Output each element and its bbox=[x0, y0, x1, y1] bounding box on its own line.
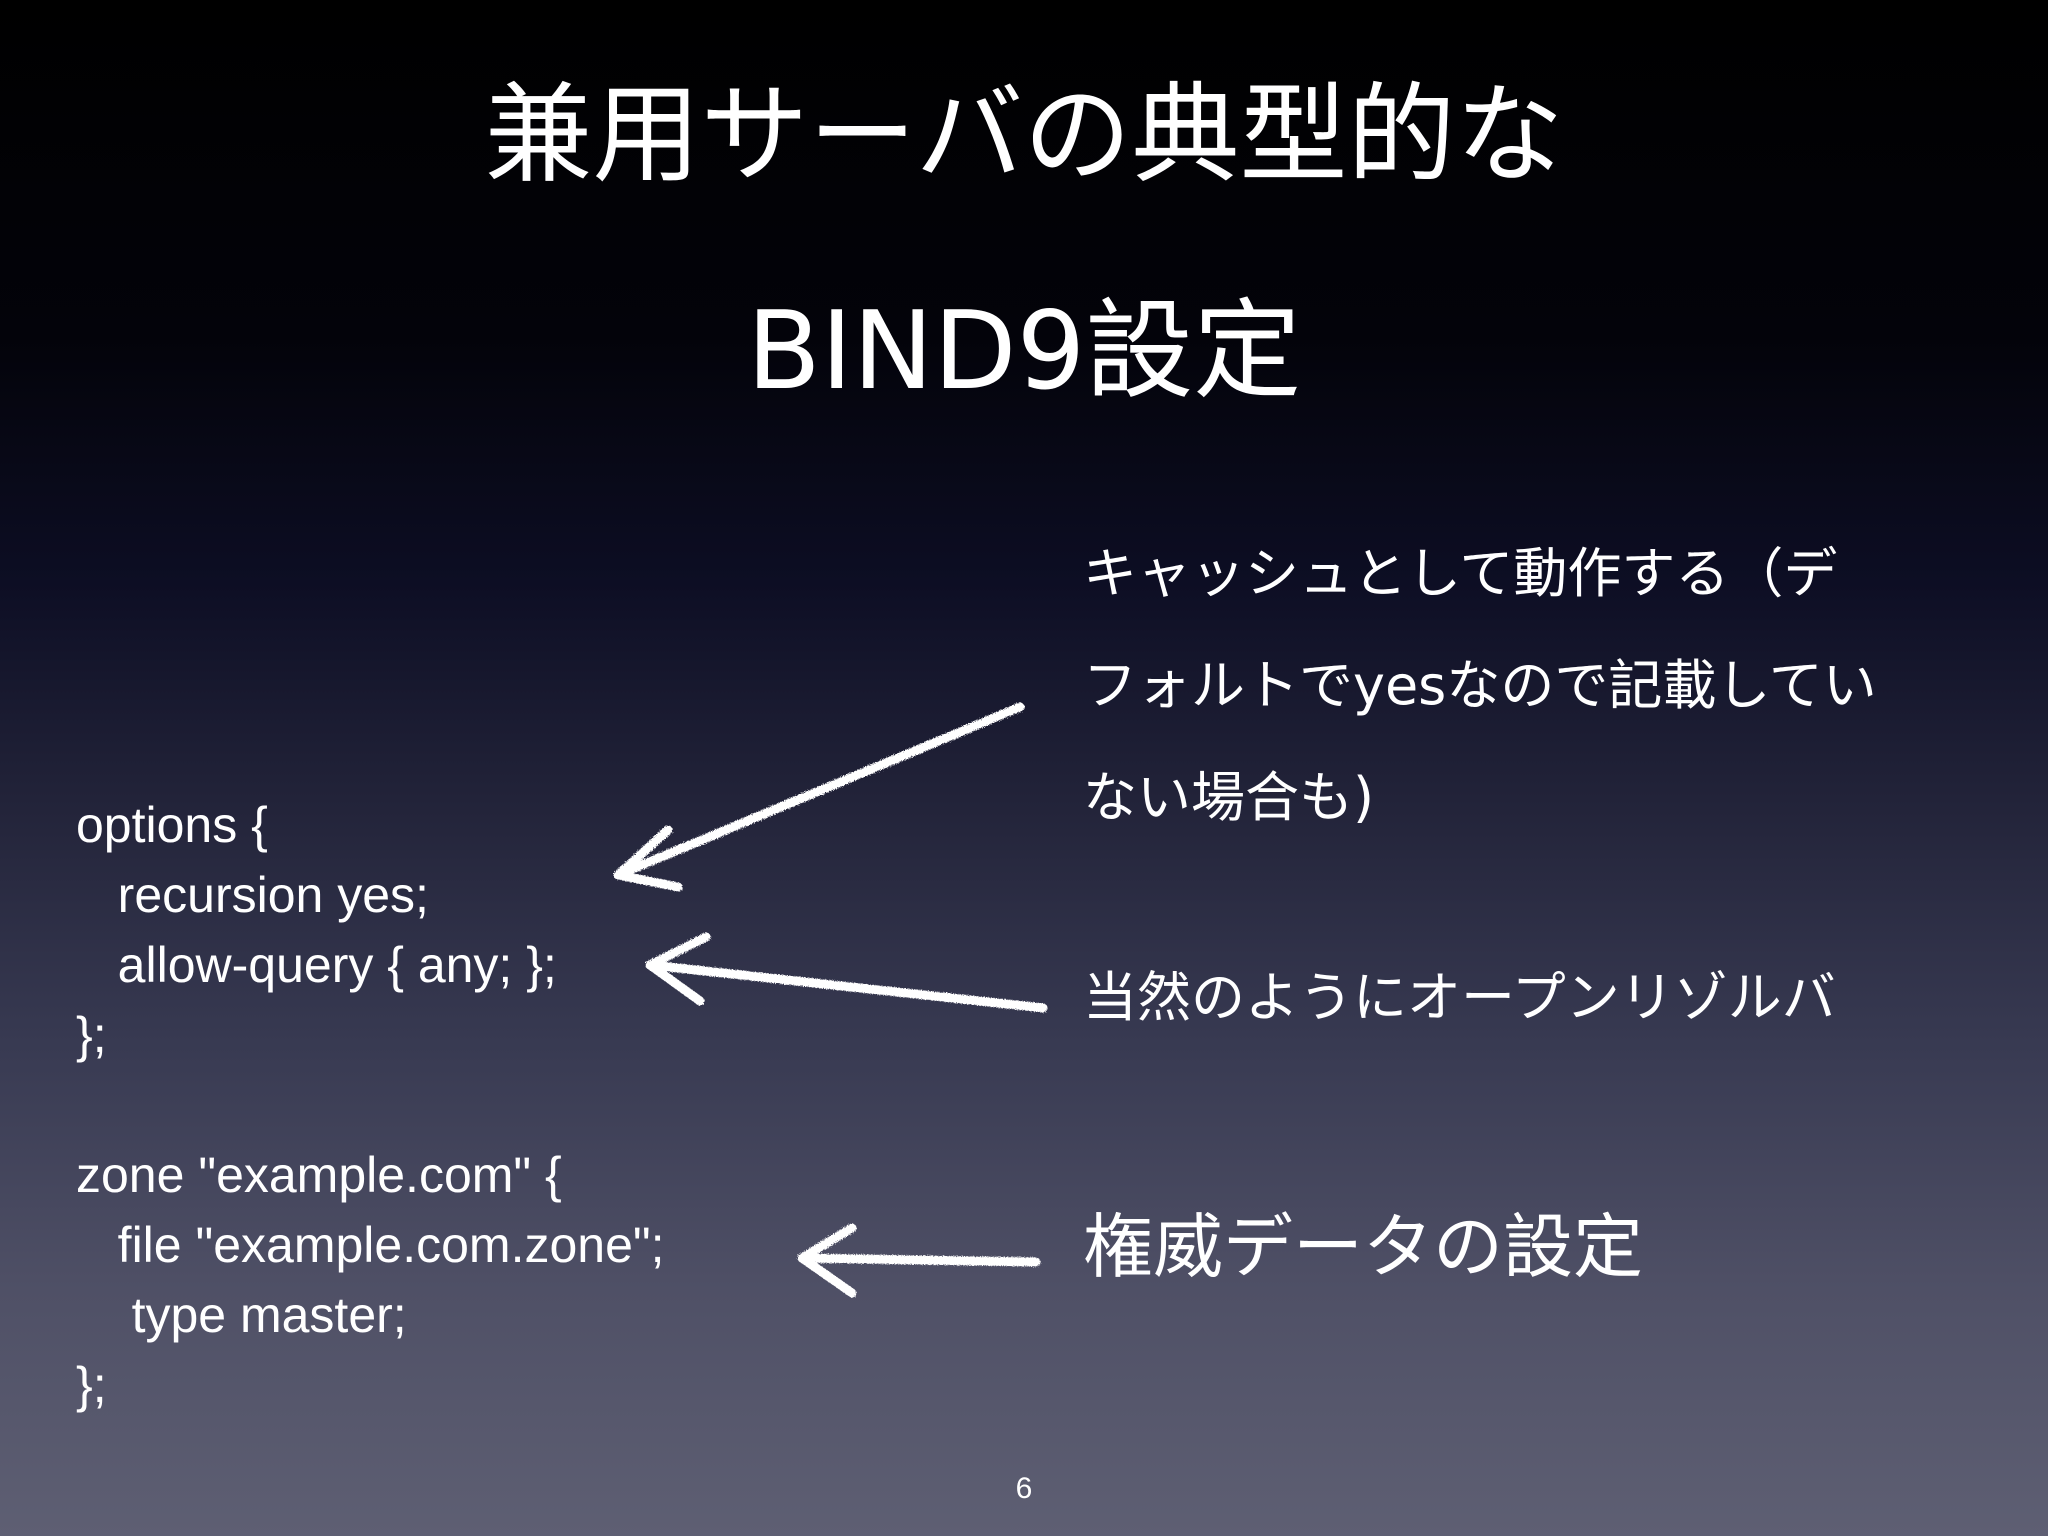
chalk-arrow-icon bbox=[613, 702, 1025, 892]
cache-annotation: キャッシュとして動作する（デ フォルトでyesなので記載してい ない場合も) bbox=[1083, 542, 1877, 829]
options-code-block: options { recursion yes; allow-query { a… bbox=[76, 797, 557, 1063]
chalk-arrow-icon bbox=[645, 932, 1048, 1013]
slide-title-line-1: 兼用サーバの典型的な bbox=[484, 73, 1564, 198]
page-number: 6 bbox=[1015, 1472, 1033, 1505]
slide-title-line-2: BIND9設定 bbox=[746, 289, 1302, 414]
chalk-arrow-icon bbox=[797, 1223, 1041, 1298]
authority-annotation: 権威データの設定 bbox=[1083, 1206, 1643, 1288]
open-resolver-annotation: 当然のようにオープンリゾルバ bbox=[1083, 966, 1836, 1029]
zone-code-block: zone "example.com" { file "example.com.z… bbox=[76, 1147, 665, 1413]
